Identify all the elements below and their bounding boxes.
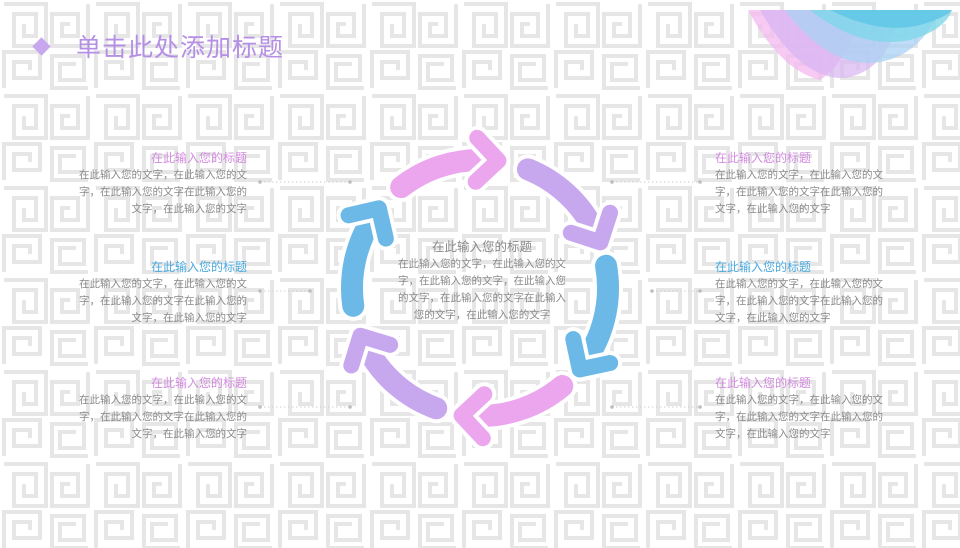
text-block-right-top: 在此输入您的标题 在此输入您的文字，在此输入您的文字，在此输入您的文字在此输入您… [715, 150, 885, 218]
text-block-left-top: 在此输入您的标题 在此输入您的文字，在此输入您的文字，在此输入您的文字在此输入您… [77, 150, 247, 218]
block-title[interactable]: 在此输入您的标题 [150, 376, 247, 390]
center-title[interactable]: 在此输入您的标题 [431, 239, 532, 254]
title-area: 单击此处添加标题 [32, 28, 285, 64]
block-title[interactable]: 在此输入您的标题 [150, 151, 247, 165]
text-block-right-bottom: 在此输入您的标题 在此输入您的文字，在此输入您的文字，在此输入您的文字在此输入您… [715, 375, 885, 443]
block-title[interactable]: 在此输入您的标题 [715, 151, 812, 165]
text-block-right-middle: 在此输入您的标题 在此输入您的文字，在此输入您的文字，在此输入您的文字在此输入您… [715, 259, 885, 327]
text-block-left-bottom: 在此输入您的标题 在此输入您的文字，在此输入您的文字，在此输入您的文字在此输入您… [77, 375, 247, 443]
connector-dot [698, 289, 702, 293]
block-body[interactable]: 在此输入您的文字，在此输入您的文字，在此输入您的文字在此输入您的文字，在此输入您… [715, 278, 883, 324]
block-title[interactable]: 在此输入您的标题 [715, 376, 812, 390]
block-body[interactable]: 在此输入您的文字，在此输入您的文字，在此输入您的文字在此输入您的文字，在此输入您… [79, 394, 247, 440]
block-body[interactable]: 在此输入您的文字，在此输入您的文字，在此输入您的文字在此输入您的文字，在此输入您… [715, 394, 883, 440]
arrowhead-icon [562, 204, 619, 251]
connector-dot [348, 405, 352, 409]
arrowhead-icon [453, 386, 493, 447]
connector-dot [698, 180, 702, 184]
arrow-shaft [390, 149, 496, 199]
page-title[interactable]: 单击此处添加标题 [76, 33, 285, 62]
arrow-shaft [355, 337, 448, 420]
block-body[interactable]: 在此输入您的文字，在此输入您的文字，在此输入您的文字在此输入您的文字，在此输入您… [79, 169, 247, 215]
arrowhead-icon [340, 200, 394, 247]
arrow-shaft [341, 209, 383, 317]
center-text-block: 在此输入您的标题 在此输入您的文字，在此输入您的文字，在此输入您的文字，在此输入… [398, 238, 566, 324]
connector-dot [610, 405, 614, 409]
connector-dot [348, 180, 352, 184]
arrow-shaft [576, 254, 619, 369]
text-block-left-middle: 在此输入您的标题 在此输入您的文字，在此输入您的文字，在此输入您的文字在此输入您… [77, 259, 247, 327]
block-title[interactable]: 在此输入您的标题 [150, 260, 247, 274]
center-body[interactable]: 在此输入您的文字，在此输入您的文字，在此输入您的文字，在此输入您的文字，在此输入… [398, 258, 566, 321]
arrow-shaft [464, 375, 574, 427]
block-body[interactable]: 在此输入您的文字，在此输入您的文字，在此输入您的文字在此输入您的文字，在此输入您… [715, 169, 883, 215]
arrowhead-icon [565, 331, 619, 378]
block-body[interactable]: 在此输入您的文字，在此输入您的文字，在此输入您的文字在此输入您的文字，在此输入您… [79, 278, 247, 324]
connector-dot [308, 289, 312, 293]
connector-dot [698, 405, 702, 409]
connector-dot [610, 180, 614, 184]
arrowhead-icon [343, 327, 399, 374]
connector-dot [258, 405, 262, 409]
connector-dot [258, 289, 262, 293]
arrowhead-icon [467, 129, 507, 190]
arrow-shaft [516, 158, 606, 241]
block-title[interactable]: 在此输入您的标题 [715, 260, 812, 274]
connector-dot [650, 289, 654, 293]
connector-dot [258, 180, 262, 184]
